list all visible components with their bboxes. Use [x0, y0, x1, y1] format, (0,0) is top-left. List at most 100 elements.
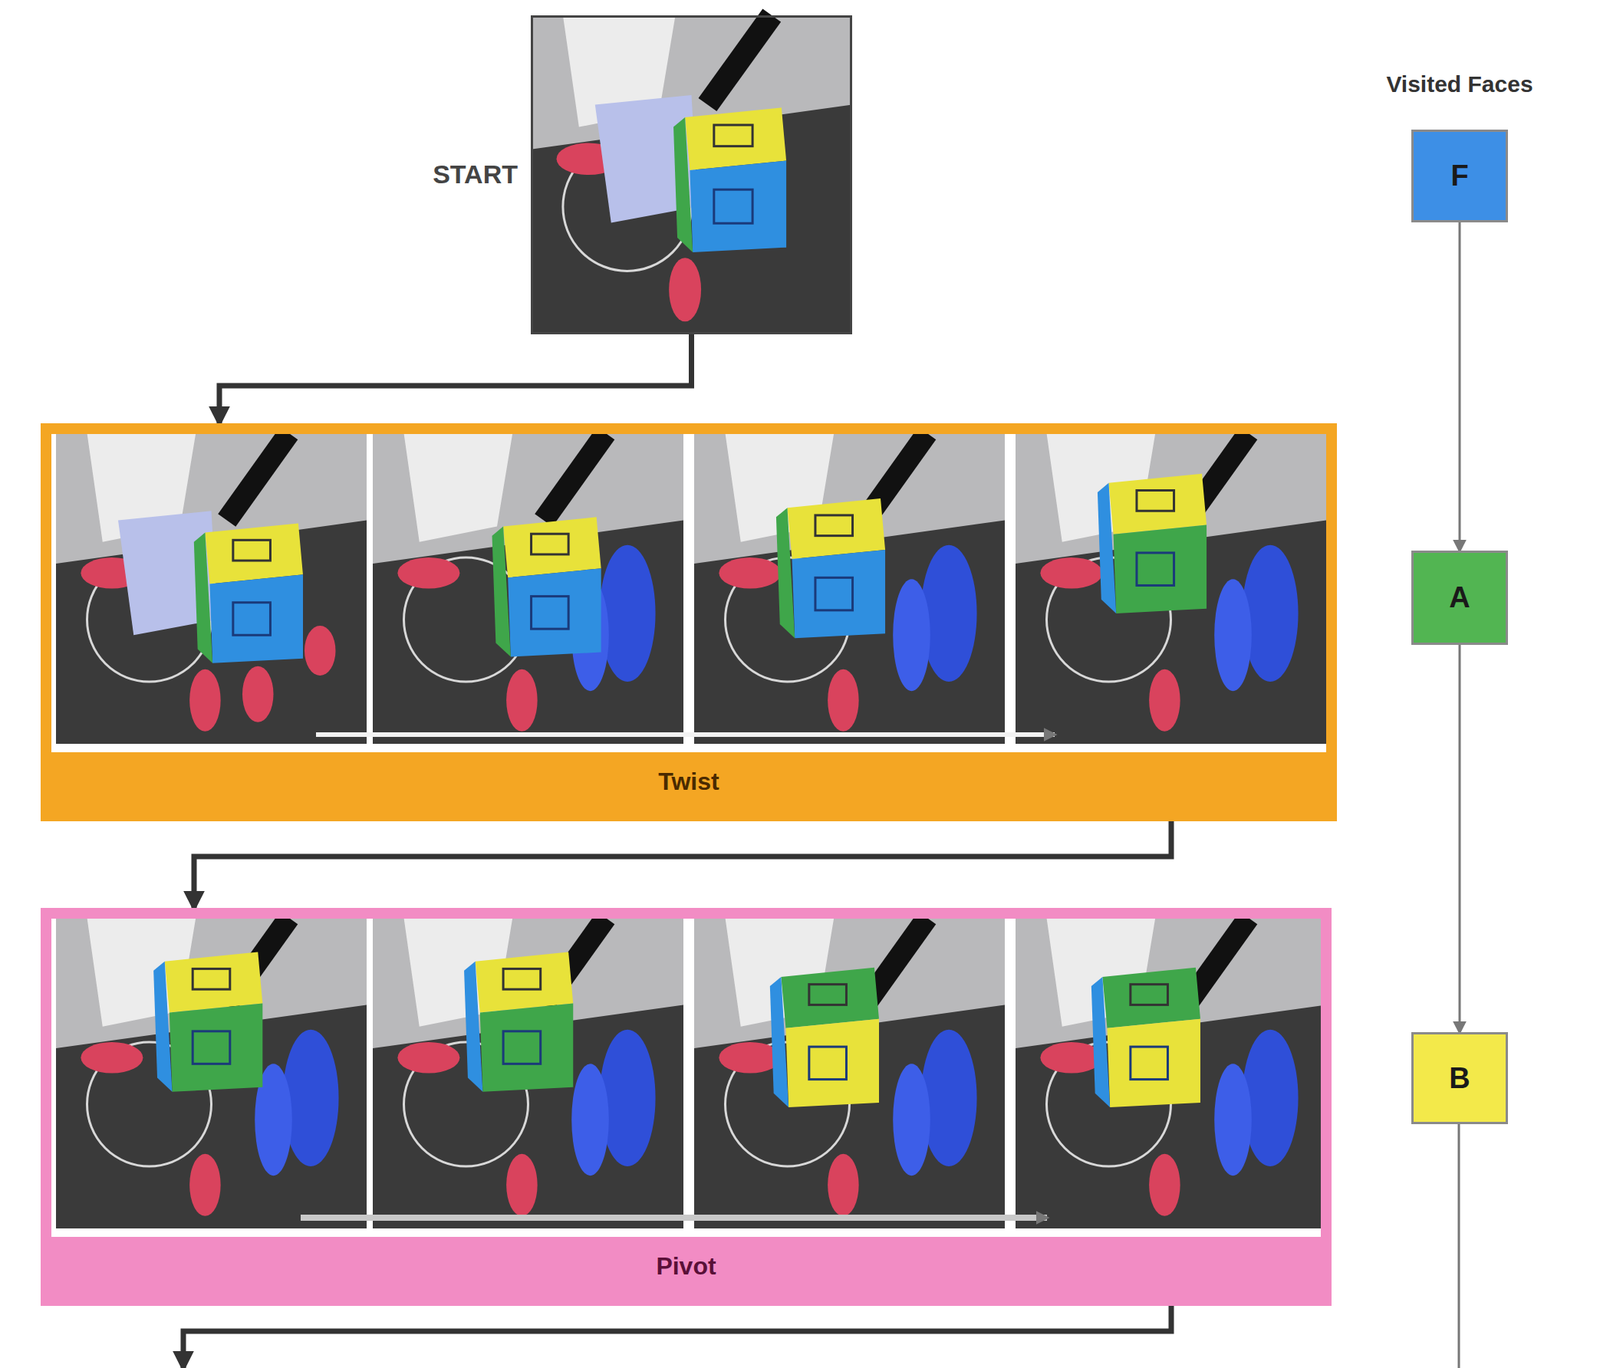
- photo-part: [283, 1030, 340, 1167]
- photo-frame: [530, 15, 853, 335]
- photo-frame: [1015, 918, 1327, 1229]
- photo-part: [1136, 490, 1175, 512]
- photo-part: [1130, 1046, 1169, 1080]
- photo-part: [1102, 967, 1201, 1029]
- photo-part: [1015, 918, 1327, 1229]
- face-letter: B: [1448, 1062, 1470, 1096]
- photo-part: [194, 533, 213, 664]
- photo-part: [1106, 1019, 1201, 1108]
- photo-part: [787, 498, 886, 560]
- column-heading: Visited Faces: [1386, 71, 1533, 98]
- progress-arrow: [300, 1214, 1047, 1222]
- photo-part: [1130, 984, 1169, 1006]
- band-strip: Twist: [51, 752, 1327, 811]
- photo-part: [1040, 557, 1103, 590]
- photo-part: [530, 15, 853, 335]
- photo-part: [153, 961, 172, 1093]
- photo-part: [503, 968, 541, 990]
- photo-part: [464, 961, 483, 1093]
- photo-frame: [1015, 433, 1327, 745]
- photo-part: [397, 1042, 460, 1074]
- photo-part: [372, 433, 684, 745]
- photo-part: [815, 515, 853, 537]
- photo-part: [204, 523, 303, 584]
- photo-part: [689, 161, 787, 253]
- photo-part: [233, 602, 271, 636]
- photo-part: [694, 433, 1005, 564]
- progress-arrow: [316, 732, 1055, 738]
- band-strip: Pivot: [51, 1237, 1321, 1296]
- photo-part: [571, 1063, 610, 1176]
- photo-part: [714, 189, 753, 224]
- photo-part: [164, 952, 264, 1014]
- photo-frame: [372, 433, 684, 745]
- photo-part: [372, 918, 684, 1229]
- face-connector: [1458, 222, 1462, 551]
- photo-part: [718, 557, 781, 590]
- photo-part: [209, 574, 303, 663]
- photo-part: [1214, 579, 1252, 692]
- photo-part: [921, 1030, 978, 1167]
- photo-part: [189, 669, 221, 732]
- photo-part: [785, 1019, 880, 1108]
- photo-part: [815, 577, 853, 611]
- exit-connector: [183, 1306, 1172, 1368]
- photo-part: [506, 1154, 538, 1217]
- flow-connector: [219, 334, 692, 424]
- photo-part: [1109, 474, 1208, 535]
- photo-part: [694, 918, 1005, 1229]
- photo-part: [503, 1031, 541, 1065]
- photo-part: [531, 596, 570, 630]
- photo-frame: [694, 433, 1005, 745]
- photo-part: [507, 568, 602, 657]
- photo-part: [404, 433, 514, 543]
- face-letter: F: [1450, 159, 1469, 193]
- photo-part: [227, 433, 290, 521]
- flow-connector: [194, 821, 1172, 909]
- photo-part: [475, 952, 574, 1014]
- photo-part: [668, 257, 702, 322]
- photo-part: [189, 1154, 221, 1217]
- photo-part: [480, 1003, 574, 1092]
- photo-part: [1148, 1154, 1181, 1217]
- photo-part: [1242, 1030, 1299, 1167]
- photo-part: [1015, 433, 1327, 745]
- photo-part: [1214, 1063, 1252, 1176]
- start-label: START: [432, 159, 518, 190]
- phase-band: Pivot: [40, 908, 1332, 1307]
- phase-band: Twist: [40, 423, 1337, 822]
- photo-part: [543, 433, 606, 521]
- face-line: [1458, 1124, 1461, 1368]
- photo-part: [1242, 545, 1299, 682]
- face-letter: A: [1448, 581, 1470, 615]
- photo-part: [921, 545, 978, 682]
- photo-part: [531, 533, 570, 555]
- photo-part: [506, 669, 538, 732]
- photo-part: [1136, 553, 1175, 587]
- photo-part: [397, 557, 460, 590]
- photo-frame: [372, 918, 684, 1229]
- photo-part: [1113, 524, 1208, 613]
- photo-part: [809, 1046, 847, 1080]
- photo-part: [827, 669, 860, 732]
- phase-label: Twist: [658, 767, 719, 797]
- photo-part: [55, 918, 367, 1229]
- photo-part: [827, 1154, 860, 1217]
- photo-part: [673, 117, 693, 253]
- photo-part: [776, 507, 795, 639]
- photo-part: [304, 625, 336, 676]
- photo-part: [694, 433, 1005, 745]
- photo-part: [599, 1030, 656, 1167]
- photo-part: [80, 1042, 143, 1074]
- photo-part: [684, 107, 787, 171]
- photo-frame: [694, 918, 1005, 1229]
- photo-frame: [55, 918, 367, 1229]
- start-frame: START: [530, 15, 853, 335]
- photo-part: [1097, 483, 1117, 614]
- photo-part: [492, 526, 511, 658]
- photo-part: [192, 1031, 231, 1065]
- photo-part: [242, 666, 274, 723]
- photo-part: [1148, 669, 1181, 732]
- photo-part: [892, 1063, 931, 1176]
